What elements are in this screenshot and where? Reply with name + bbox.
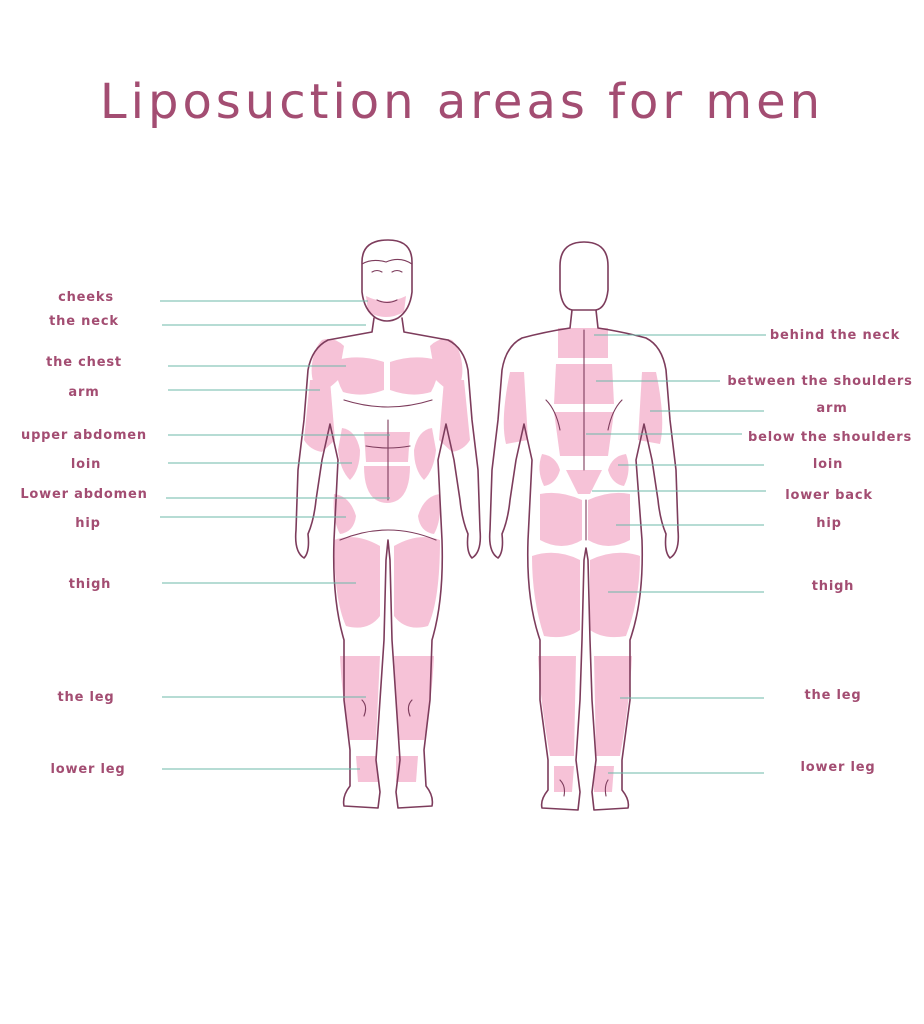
label-back-behind-neck: behind the neck (770, 328, 900, 343)
back-zone-lower-leg-right (594, 766, 614, 792)
front-zone-arm-left (304, 380, 335, 452)
back-zone-behind-neck (558, 328, 608, 358)
front-outline (294, 239, 482, 809)
back-zone-thigh-right (590, 552, 640, 638)
back-zone-loin-right (608, 454, 629, 486)
front-zone-loin-right (414, 428, 436, 480)
front-zone-leg-right (394, 656, 434, 740)
back-zone-lower-leg-left (554, 766, 574, 792)
back-zone-loin-left (539, 454, 560, 486)
back-zone-leg-left (538, 656, 576, 756)
label-back-hip: hip (816, 516, 841, 531)
front-zone-lower-abdomen (364, 466, 410, 503)
label-back-lower-leg: lower leg (801, 760, 876, 775)
front-zone-leg-left (340, 656, 380, 740)
front-zone-arm-right (439, 380, 470, 452)
label-back-lower-back: lower back (785, 488, 873, 503)
front-zone-loin-left (338, 428, 360, 480)
label-back-leg: the leg (805, 688, 862, 703)
front-zones (304, 296, 470, 782)
front-zone-lower-leg-left (356, 756, 378, 782)
back-zone-lower-back (566, 470, 602, 494)
label-front-lower-abdomen: Lower abdomen (20, 487, 147, 502)
front-zone-lower-leg-right (396, 756, 418, 782)
front-zone-hip-right (418, 494, 441, 534)
front-zone-cheeks (366, 296, 406, 317)
front-zone-hip-left (333, 494, 356, 534)
page-title: Liposuction areas for men (99, 74, 825, 130)
label-front-upper-abdomen: upper abdomen (21, 428, 147, 443)
back-labels: behind the neck between the shoulders ar… (586, 328, 912, 775)
front-zone-thigh-left (334, 537, 380, 628)
front-zone-upper-abdomen (364, 432, 410, 462)
back-zone-leg-right (594, 656, 632, 756)
back-zone-hip-left (540, 492, 582, 546)
front-zone-shoulder-left (311, 338, 344, 392)
label-front-thigh: thigh (69, 577, 112, 592)
back-zone-thigh-left (532, 552, 580, 638)
label-back-thigh: thigh (812, 579, 855, 594)
label-back-loin: loin (813, 457, 843, 472)
back-outline (488, 241, 680, 811)
back-zone-arm-left (503, 372, 528, 444)
label-front-chest: the chest (46, 355, 122, 370)
label-front-loin: loin (71, 457, 101, 472)
label-front-arm: arm (68, 385, 99, 400)
front-zone-chest-left (336, 357, 384, 395)
back-zone-hip-right (588, 492, 630, 546)
front-zone-shoulder-right (430, 338, 463, 392)
label-back-below-shoulders: below the shoulders (748, 430, 912, 445)
label-front-cheeks: cheeks (58, 290, 114, 305)
label-back-arm: arm (816, 401, 847, 416)
back-figure (488, 241, 680, 811)
label-front-leg: the leg (58, 690, 115, 705)
front-figure (294, 239, 482, 809)
label-back-between-shoulders: between the shoulders (727, 374, 912, 389)
front-zone-thigh-right (394, 537, 440, 628)
label-front-neck: the neck (49, 314, 119, 329)
front-labels: cheeks the neck the chest arm upper abdo… (20, 290, 390, 777)
label-front-lower-leg: lower leg (51, 762, 126, 777)
front-zone-chest-right (390, 357, 438, 395)
label-front-hip: hip (75, 516, 100, 531)
